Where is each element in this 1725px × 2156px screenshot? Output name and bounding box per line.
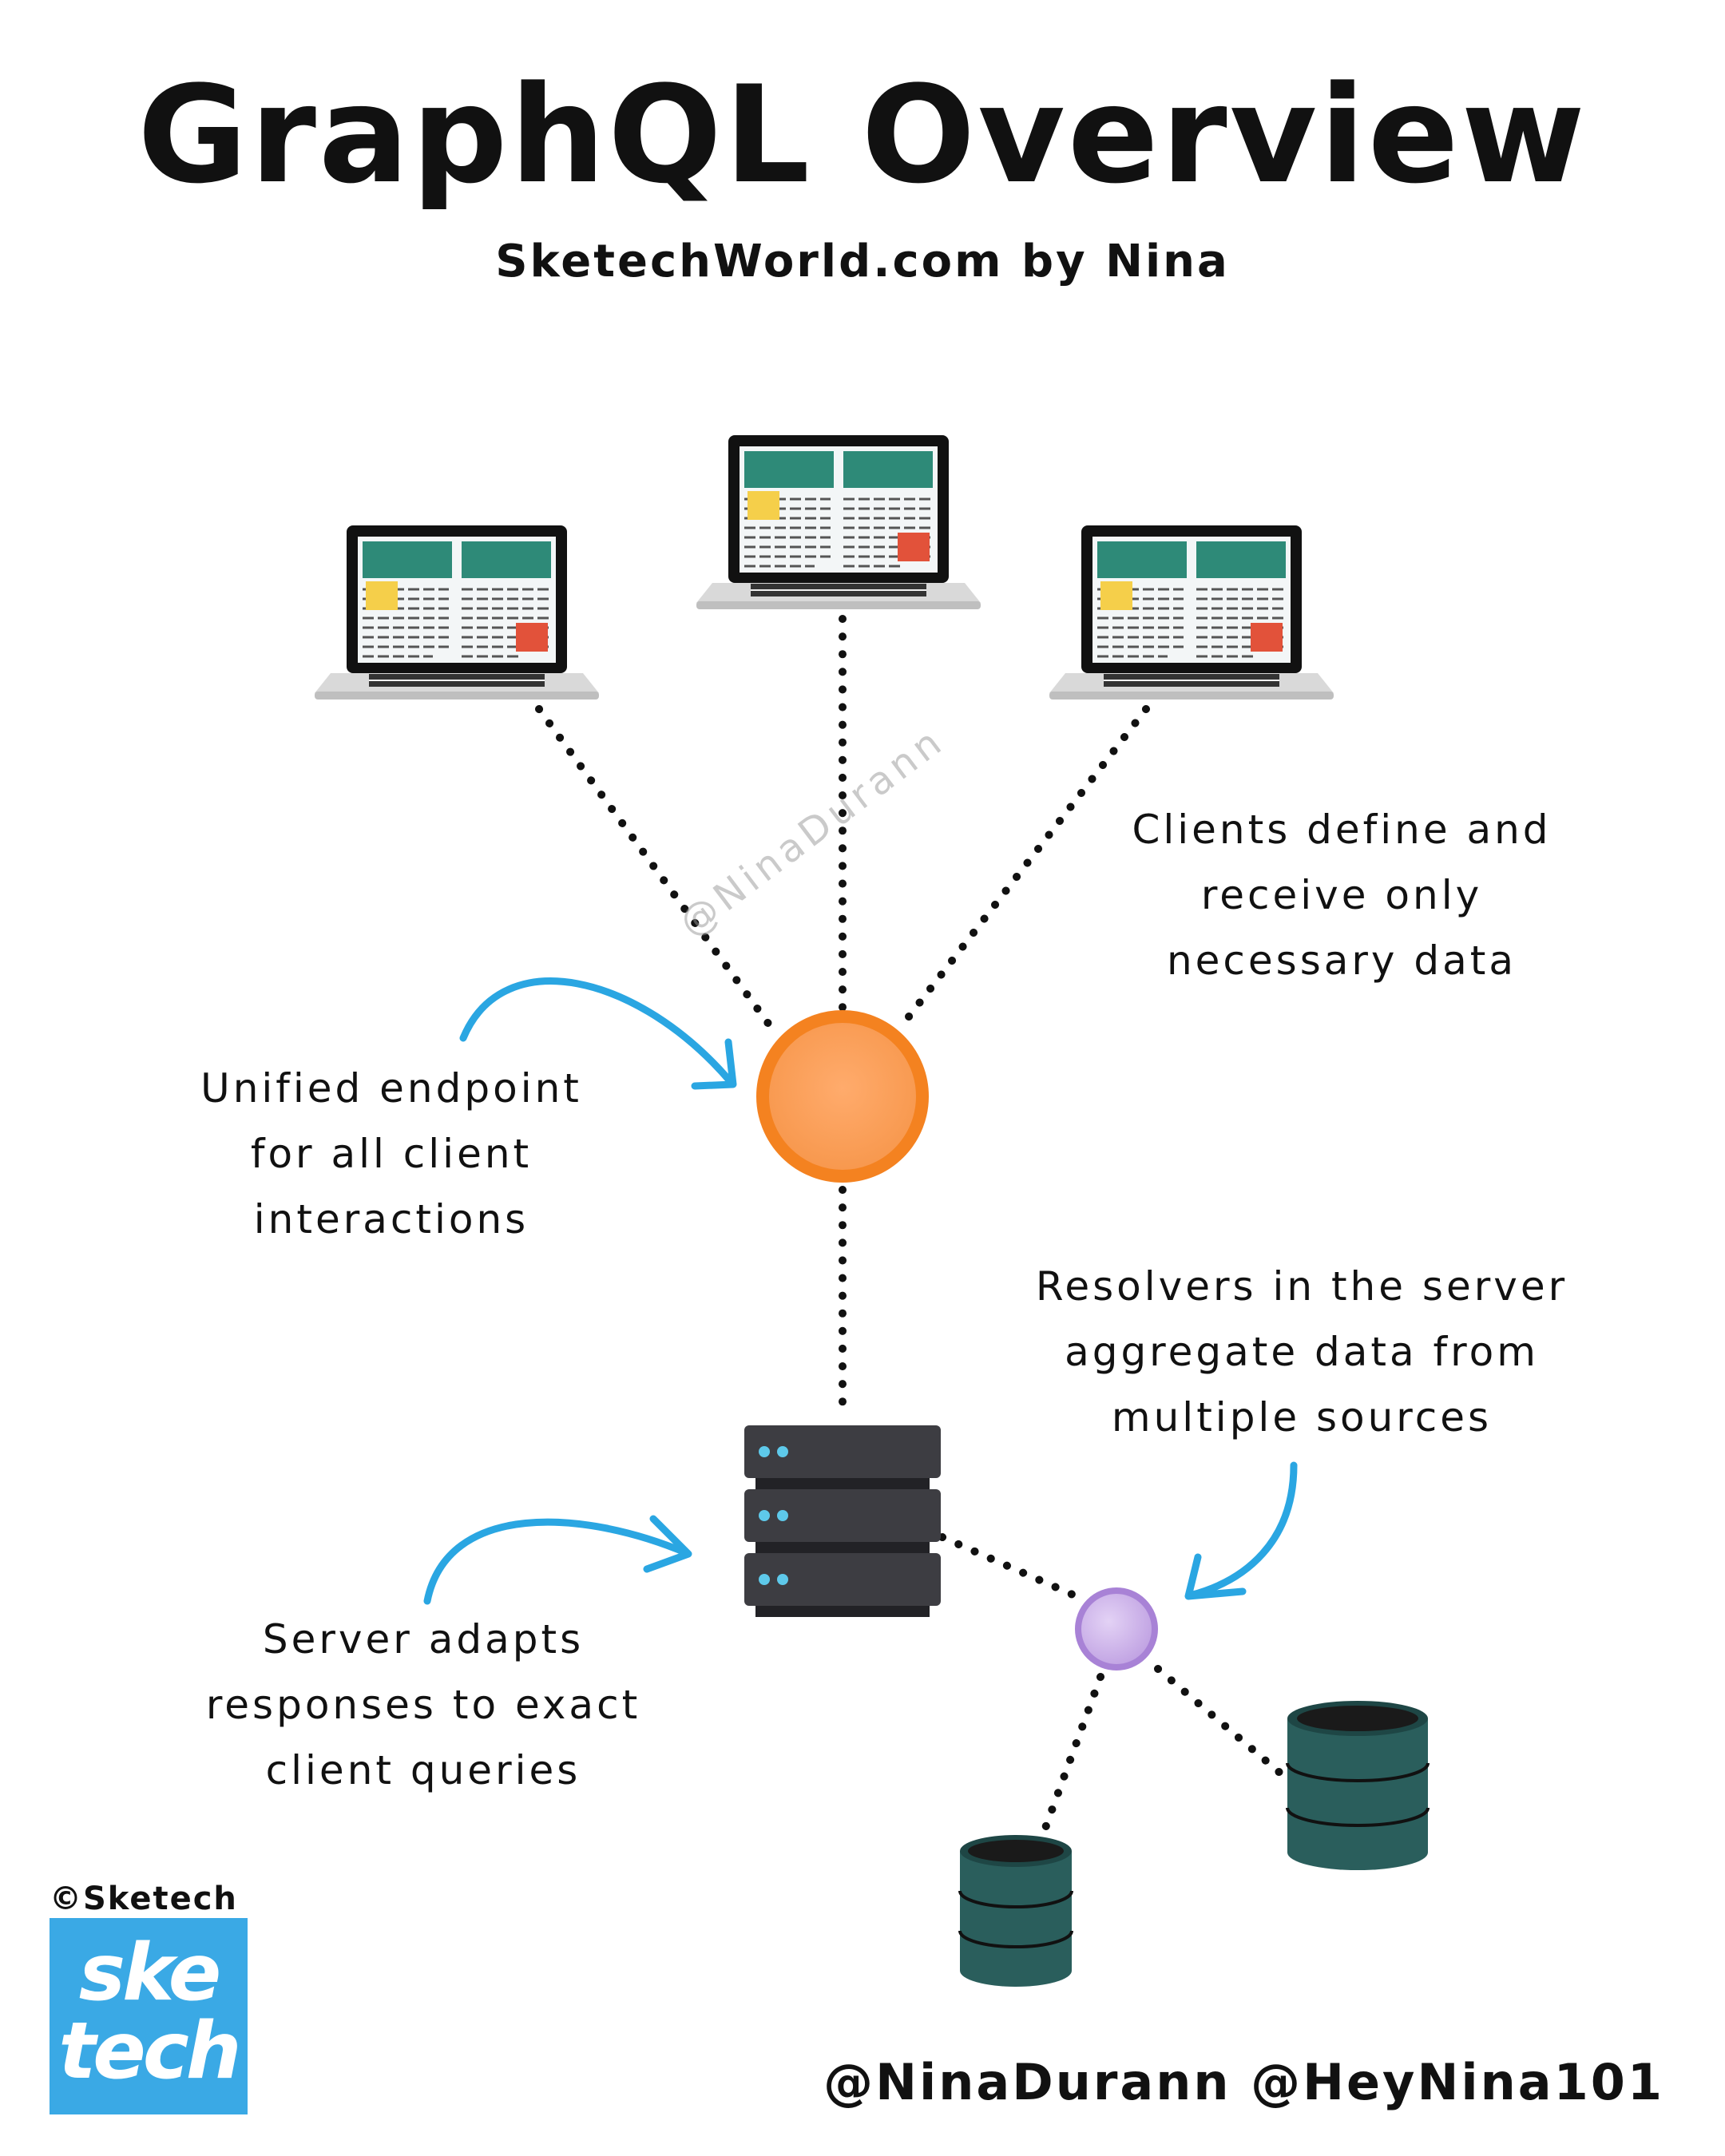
database-icon: [1286, 1699, 1430, 1872]
note-line: necessary data: [1166, 937, 1517, 984]
note-line: client queries: [265, 1747, 581, 1793]
note-server: Server adapts responses to exact client …: [184, 1607, 663, 1803]
database-icon: [958, 1833, 1073, 1988]
arrow-icon: [423, 1515, 692, 1605]
note-line: multiple sources: [1111, 1394, 1493, 1441]
laptop-icon: [695, 434, 982, 611]
note-line: Unified endpoint: [200, 1065, 582, 1112]
laptop-icon: [1048, 524, 1335, 701]
connector-resolver-db-left: [1038, 1673, 1104, 1841]
logo-text: tech: [58, 2006, 241, 2097]
note-line: for all client: [250, 1131, 533, 1177]
connector-server-resolver: [938, 1533, 1082, 1601]
note-resolvers: Resolvers in the server aggregate data f…: [1014, 1254, 1589, 1450]
copyright-text: ©Sketech: [50, 1881, 238, 1917]
endpoint-node: [756, 1010, 929, 1183]
page-title: GraphQL Overview: [137, 57, 1588, 213]
note-line: receive only: [1200, 872, 1483, 918]
social-handles: @NinaDurann @HeyNina101: [823, 2053, 1664, 2111]
logo-text: ske: [78, 1928, 221, 2019]
note-line: Resolvers in the server: [1035, 1263, 1568, 1310]
note-line: aggregate data from: [1065, 1329, 1539, 1375]
connector-resolver-db-right: [1154, 1665, 1286, 1778]
resolver-node: [1075, 1587, 1158, 1671]
arrow-icon: [459, 977, 737, 1090]
note-line: Server adapts: [262, 1616, 585, 1663]
sketech-logo: ske tech: [50, 1918, 248, 2114]
note-line: interactions: [253, 1196, 529, 1242]
note-endpoint: Unified endpoint for all client interact…: [168, 1056, 615, 1252]
note-line: Clients define and: [1132, 807, 1552, 853]
note-clients: Clients define and receive only necessar…: [1118, 797, 1565, 993]
server-rack-icon: [744, 1425, 941, 1617]
page-subtitle: SketechWorld.com by Nina: [495, 236, 1230, 287]
connector-right-laptop: [894, 705, 1150, 1034]
arrow-icon: [1184, 1461, 1298, 1600]
note-line: responses to exact: [205, 1682, 641, 1728]
laptop-icon: [313, 524, 601, 701]
